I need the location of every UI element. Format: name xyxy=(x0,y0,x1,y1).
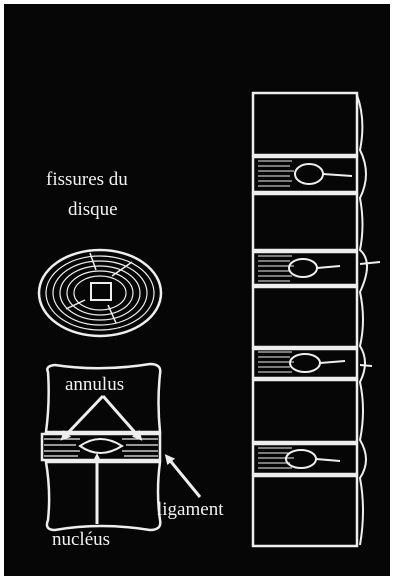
label-ligament: ligament xyxy=(157,498,223,522)
label-fissures-line1: fissures du xyxy=(46,168,128,192)
ligament-arrow xyxy=(168,458,200,497)
disc-cross-section xyxy=(39,250,161,336)
label-annulus: annulus xyxy=(65,373,124,397)
label-nucleus: nucléus xyxy=(52,528,110,552)
label-fissures-line2: disque xyxy=(68,198,118,222)
spinal-column xyxy=(253,93,380,546)
